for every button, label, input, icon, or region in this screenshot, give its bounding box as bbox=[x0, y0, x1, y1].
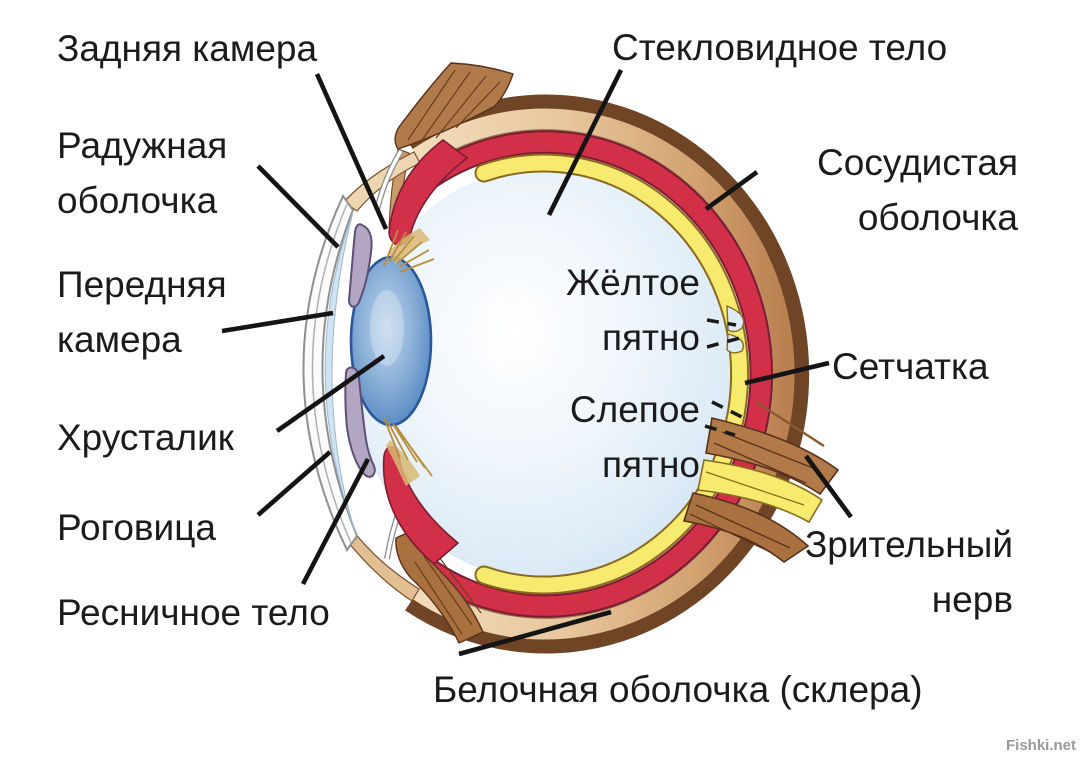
label-anterior-chamber: Передняя камера bbox=[57, 264, 227, 360]
label-retina: Сетчатка bbox=[832, 346, 989, 387]
anterior-chamber-shape bbox=[324, 211, 357, 535]
leader-vitreous-body bbox=[546, 68, 624, 217]
retina-ring bbox=[474, 153, 750, 595]
label-iris: Радужная оболочка bbox=[57, 125, 228, 221]
optic-nerve-shape bbox=[682, 400, 840, 563]
leader-ciliary-body bbox=[300, 457, 371, 586]
vitreous-body-shape bbox=[353, 167, 737, 581]
watermark: Fishki.net bbox=[1005, 737, 1076, 754]
label-ciliary-body: Ресничное тело bbox=[57, 592, 330, 633]
label-posterior-chamber: Задняя камера bbox=[57, 28, 318, 69]
leader-lines bbox=[221, 68, 853, 657]
leader-retina bbox=[744, 360, 830, 386]
leader-choroid bbox=[704, 170, 759, 211]
label-choroid: Сосудистая оболочка bbox=[817, 142, 1018, 238]
label-vitreous-body: Стекловидное тело bbox=[612, 27, 948, 68]
leader-cornea bbox=[256, 450, 332, 517]
iris-shapes bbox=[344, 223, 376, 478]
leader-lens bbox=[275, 354, 386, 433]
label-sclera: Белочная оболочка (склера) bbox=[433, 669, 923, 710]
dashed-pointers bbox=[704, 318, 743, 437]
inferior-muscle bbox=[395, 532, 484, 644]
macula-notch bbox=[726, 304, 745, 354]
label-macula: Жёлтое пятно bbox=[565, 262, 700, 358]
leader-optic-nerve bbox=[804, 454, 853, 519]
leader-anterior-chamber bbox=[221, 310, 334, 334]
leader-sclera bbox=[458, 609, 612, 657]
zonule-fibers bbox=[383, 228, 435, 486]
leader-iris bbox=[256, 164, 340, 249]
lens-shape bbox=[349, 255, 433, 427]
label-optic-nerve: Зрительный нерв bbox=[804, 524, 1013, 620]
leader-posterior-chamber bbox=[314, 73, 389, 230]
label-blind-spot: Слепое пятно bbox=[569, 389, 700, 485]
choroid-ring bbox=[417, 130, 773, 618]
label-cornea: Роговица bbox=[57, 507, 216, 548]
label-lens: Хрусталик bbox=[57, 417, 234, 458]
